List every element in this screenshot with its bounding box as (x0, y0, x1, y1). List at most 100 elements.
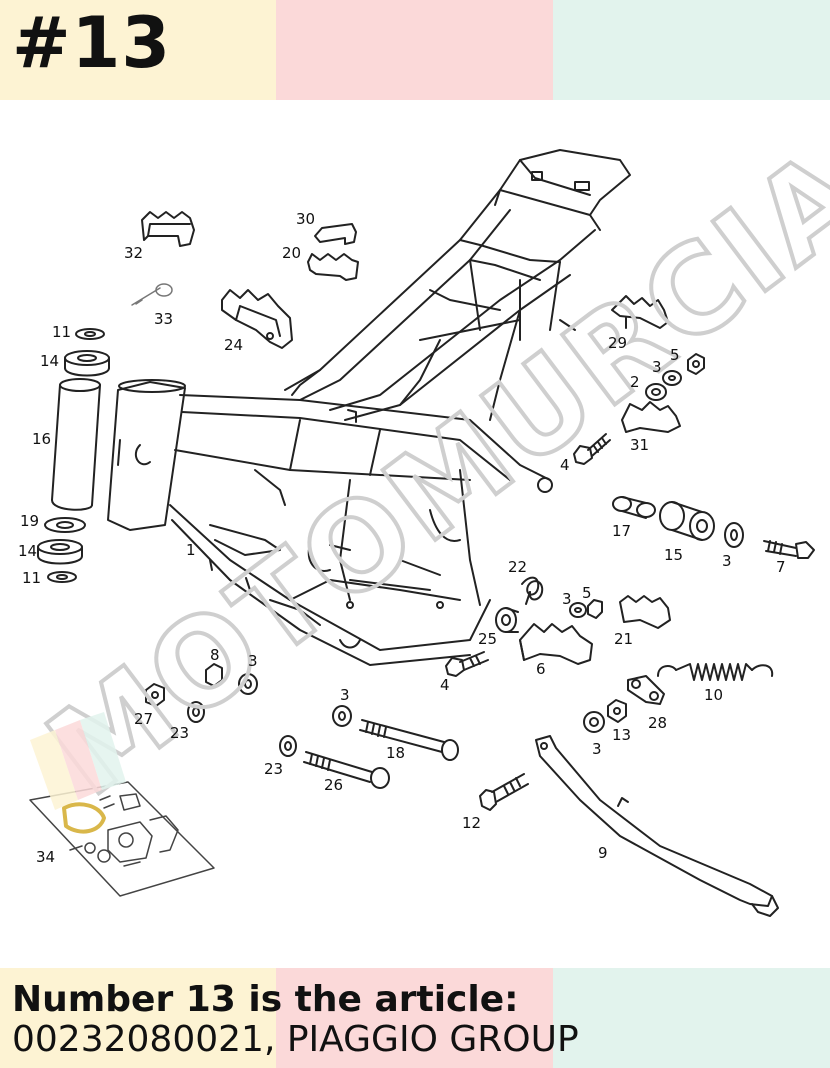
label-part-25: 25 (478, 630, 497, 648)
band-pink (276, 0, 553, 100)
label-part-3: 3 (722, 552, 732, 570)
label-part-4: 4 (560, 456, 570, 474)
label-part-8: 8 (210, 646, 220, 664)
label-part-17: 17 (612, 522, 631, 540)
page-title: #13 (12, 2, 172, 84)
label-part-12: 12 (462, 814, 481, 832)
label-part-33: 33 (154, 310, 173, 328)
part-23-washer-center (279, 735, 297, 757)
steering-head-tube (107, 379, 186, 531)
part-3-washer-right (724, 522, 744, 548)
label-part-20: 20 (282, 244, 301, 262)
label-part-3: 3 (562, 590, 572, 608)
label-part-21: 21 (614, 630, 633, 648)
label-part-32: 32 (124, 244, 143, 262)
label-part-23: 23 (170, 724, 189, 742)
label-part-30: 30 (296, 210, 315, 228)
part-29-rubber-pad (611, 295, 669, 329)
part-2-washer (645, 383, 667, 401)
part-23-washer-left (187, 701, 205, 723)
label-part-7: 7 (776, 558, 786, 576)
label-part-22: 22 (508, 558, 527, 576)
label-part-3: 3 (248, 652, 258, 670)
part-3-washer-lower (583, 711, 605, 733)
article-caption-detail: 00232080021, PIAGGIO GROUP (12, 1019, 579, 1060)
label-part-34: 34 (36, 848, 55, 866)
part-21-footpeg (619, 595, 671, 629)
label-part-11: 11 (22, 569, 41, 587)
part-25-bushing (495, 607, 519, 633)
part-31-footpeg (621, 401, 681, 433)
frame-main-body (169, 394, 553, 666)
label-part-14: 14 (18, 542, 37, 560)
part-28-plate (627, 675, 665, 705)
label-part-14: 14 (40, 352, 59, 370)
part-11-washer-top (75, 328, 105, 340)
part-10-spring (657, 663, 774, 681)
band-yellow (0, 968, 276, 1068)
label-part-28: 28 (648, 714, 667, 732)
label-part-23: 23 (264, 760, 283, 778)
band-yellow (0, 0, 276, 100)
label-part-2: 2 (630, 373, 640, 391)
part-30-rubber-pad (314, 223, 357, 245)
label-part-18: 18 (386, 744, 405, 762)
label-part-15: 15 (664, 546, 683, 564)
article-caption-heading: Number 13 is the article: (12, 979, 519, 1020)
part-16-steering-tube (51, 378, 101, 511)
part-6-footpeg (519, 623, 593, 665)
part-13-nut (607, 699, 627, 723)
rear-subframe (284, 149, 631, 423)
part-32-footpeg (141, 211, 195, 247)
part-8-nut (205, 663, 223, 687)
label-part-9: 9 (598, 844, 608, 862)
part-33-pin (131, 283, 173, 306)
part-18-bolt (359, 719, 459, 761)
label-part-24: 24 (224, 336, 243, 354)
part-5-nut-top (687, 353, 705, 375)
band-mint (553, 968, 830, 1068)
band-pink (276, 968, 553, 1068)
part-3-washer-center (332, 705, 352, 727)
label-part-27: 27 (134, 710, 153, 728)
label-part-10: 10 (704, 686, 723, 704)
part-17-bushing (612, 496, 656, 519)
part-3-washer-middle (569, 602, 587, 618)
band-mint (553, 0, 830, 100)
part-4-bolt-top (573, 433, 611, 465)
label-part-4: 4 (440, 676, 450, 694)
part-4-bolt-middle (445, 651, 489, 677)
label-part-3: 3 (592, 740, 602, 758)
label-part-6: 6 (536, 660, 546, 678)
part-24-footpeg (221, 289, 293, 349)
part-14-bearing-top (64, 350, 110, 377)
label-part-31: 31 (630, 436, 649, 454)
exploded-parts-diagram: MOTOMURCIA 1 2 3 3 3 3 3 3 4 4 5 5 6 7 8… (18, 120, 830, 917)
footer-band (0, 968, 830, 1068)
label-part-29: 29 (608, 334, 627, 352)
label-part-13: 13 (612, 726, 631, 744)
part-27-nut (145, 683, 165, 707)
label-part-3: 3 (652, 358, 662, 376)
part-15-bushing (659, 501, 715, 541)
part-7-bolt (763, 540, 815, 559)
part-12-bolt (479, 773, 529, 811)
label-part-16: 16 (32, 430, 51, 448)
label-part-1: 1 (186, 541, 196, 559)
label-part-5: 5 (670, 346, 680, 364)
part-5-nut-middle (587, 599, 603, 619)
part-22-spring (521, 576, 544, 605)
label-part-3: 3 (340, 686, 350, 704)
part-3-washer-left (238, 673, 258, 695)
part-11-washer-bottom (47, 571, 77, 583)
part-labels: 1 2 3 3 3 3 3 3 4 4 5 5 6 7 8 9 10 11 11… (18, 210, 786, 866)
part-9-side-stand (535, 735, 779, 917)
part-3-washer-top (662, 370, 682, 386)
label-part-19: 19 (20, 512, 39, 530)
label-part-5: 5 (582, 584, 592, 602)
part-26-bolt (303, 751, 390, 789)
label-part-26: 26 (324, 776, 343, 794)
header-band (0, 0, 830, 100)
part-19-seal (44, 517, 86, 533)
part-20-footpeg (307, 253, 359, 281)
